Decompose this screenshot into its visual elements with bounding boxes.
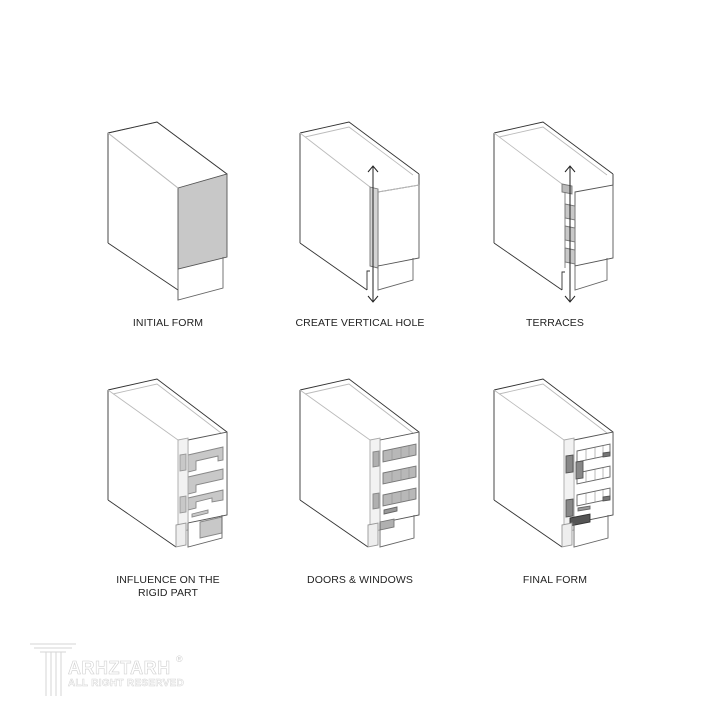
- watermark-logo: ARHZTARH ALL RIGHT RESERVED ®: [28, 640, 198, 700]
- influence-rigid-part-drawing: [107, 378, 228, 548]
- column-logo-icon: [30, 643, 76, 696]
- panel-influence-rigid-part: INFLUENCE ON THE RIGID PART: [68, 370, 268, 620]
- panel-initial-form: INITIAL FORM: [68, 110, 268, 360]
- panel-doors-windows: DOORS & WINDOWS: [260, 370, 460, 620]
- vertical-hole-drawing: [299, 121, 420, 303]
- panel-create-vertical-hole: CREATE VERTICAL HOLE: [260, 110, 460, 360]
- panel-label: INFLUENCE ON THE RIGID PART: [68, 574, 268, 600]
- panel-terraces: TERRACES: [455, 110, 655, 360]
- watermark-brand: ARHZTARH: [68, 658, 171, 679]
- watermark-tagline: ALL RIGHT RESERVED: [68, 678, 185, 690]
- panel-label: CREATE VERTICAL HOLE: [295, 317, 425, 329]
- final-form-drawing: [493, 378, 614, 548]
- panel-label: INITIAL FORM: [132, 317, 204, 329]
- label-line-2: RIGID PART: [137, 587, 199, 599]
- panel-label: TERRACES: [526, 317, 584, 329]
- terraces-drawing: [493, 121, 614, 303]
- doors-windows-drawing: [299, 378, 420, 548]
- panel-final-form: FINAL FORM: [455, 370, 655, 620]
- panel-label: DOORS & WINDOWS: [307, 574, 413, 586]
- initial-form-drawing: [106, 121, 229, 301]
- label-line-1: INFLUENCE ON THE: [116, 574, 220, 586]
- registered-mark-icon: ®: [176, 654, 183, 664]
- panel-label: FINAL FORM: [522, 574, 588, 586]
